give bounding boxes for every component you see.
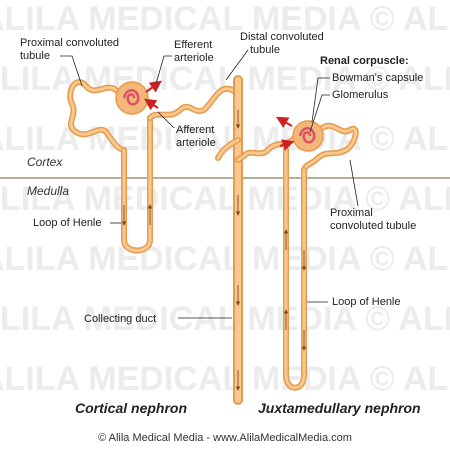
leader-line [309,94,330,133]
juxtamedullary-nephron [235,116,359,391]
leader-line [311,77,330,123]
label-efferent-1: Efferent [174,39,212,51]
leader-line [157,111,175,129]
label-afferent-1: Afferent [176,124,214,136]
cortical-afferent-arrow [144,98,159,111]
leader-line [60,55,83,87]
leader-line [225,49,249,81]
label-bowmans: Bowman's capsule [332,72,423,84]
watermark-line: LILA MEDICAL MEDIA © ALILA [0,300,450,338]
label-proximal-right-2: convoluted tubule [330,220,416,232]
watermark-line: ALILA MEDICAL MEDIA © ALILA ME [0,240,450,278]
cortex-label: Cortex [27,155,63,169]
watermark-line: LILA MEDICAL MEDIA © ALILA [0,180,450,218]
label-proximal-left-1: Proximal convoluted [20,37,119,49]
label-distal-1: Distal convoluted [240,31,324,43]
label-loop-left: Loop of Henle [33,217,102,229]
label-glomerulus: Glomerulus [332,89,389,101]
leader-line [155,55,172,85]
label-collecting-duct: Collecting duct [84,313,156,325]
juxta-afferent-arrow [279,139,295,151]
label-renal-corpuscle: Renal corpuscle: [320,55,409,67]
juxta-efferent-arrow [275,116,293,128]
labels: Proximal convoluted tubule Efferent arte… [20,31,423,325]
label-distal-2: tubule [250,44,280,56]
leader-line [349,159,359,207]
label-proximal-right-1: Proximal [330,207,373,219]
footer-credit: © Alila Medical Media - www.AlilaMedical… [98,432,352,444]
watermark-line: ALILA MEDICAL MEDIA © ALILA ME [0,0,450,38]
cortical-efferent-arrow [145,80,162,93]
label-loop-right: Loop of Henle [332,296,401,308]
juxta-glomerulus [298,127,316,144]
title-juxtamedullary-nephron: Juxtamedullary nephron [258,400,421,416]
title-cortical-nephron: Cortical nephron [75,400,187,416]
label-proximal-left-2: tubule [20,50,50,62]
label-efferent-2: arteriole [174,52,214,64]
watermark: ALILA MEDICAL MEDIA © ALILA ME LILA MEDI… [0,0,450,398]
cortical-nephron [67,79,241,254]
juxta-bowmans-capsule [292,120,324,152]
label-afferent-2: arteriole [176,137,216,149]
cortical-glomerulus [122,89,140,106]
cortical-bowmans-capsule [115,81,149,115]
watermark-line: ALILA MEDICAL MEDIA © ALILA ME [0,360,450,398]
medulla-label: Medulla [27,184,69,198]
collecting-duct [215,75,243,405]
